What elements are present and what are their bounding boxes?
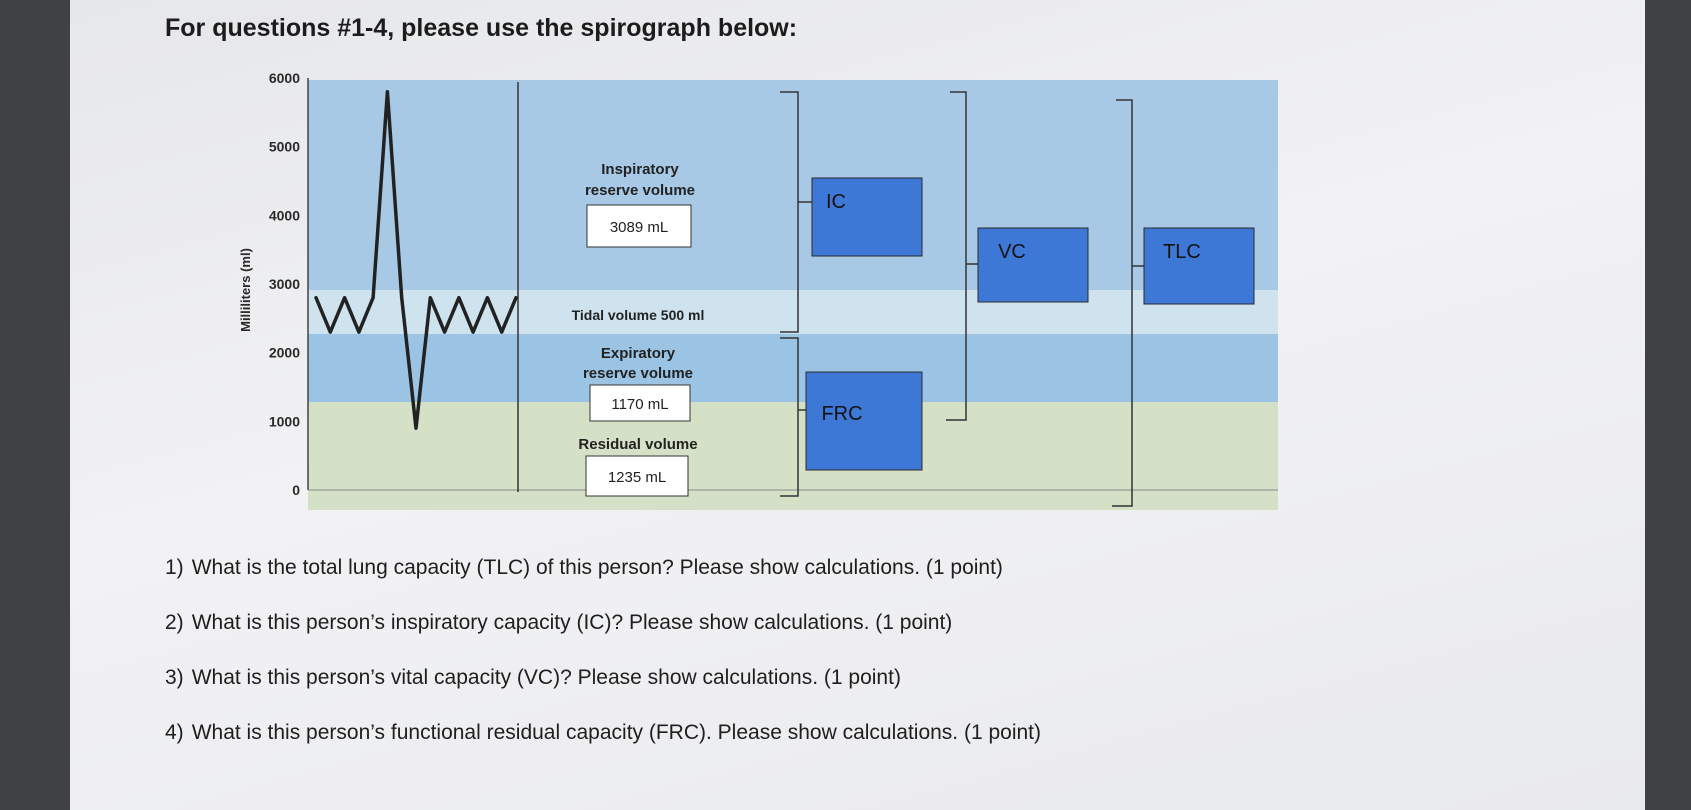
tidal-volume-label: Tidal volume 500 ml (572, 307, 705, 323)
y-tick-label: 4000 (269, 207, 300, 223)
residual-value: 1235 mL (608, 469, 666, 486)
tlc-bracket (1112, 99, 1133, 507)
erv-label-line2: reserve volume (583, 365, 693, 382)
question-item-2: 2) What is this person’s inspiratory capa… (165, 610, 1365, 665)
y-tick-label: 5000 (269, 139, 300, 155)
question-text: What is the total lung capacity (TLC) of… (191, 556, 1003, 579)
spirograph-svg: Milliliters (ml) 6000 5000 4000 3000 2000 100… (238, 70, 1278, 510)
irv-label-line2: reserve volume (585, 182, 695, 199)
vc-box (977, 227, 1089, 303)
ic-box (811, 177, 923, 257)
y-axis-ticks: 6000 5000 4000 3000 2000 1000 0 (269, 70, 300, 498)
frc-label: FRC (821, 403, 862, 425)
page-title: For questions #1-4, please use the spiro… (165, 14, 798, 42)
residual-value-box (585, 455, 689, 497)
spirograph-diagram: Milliliters (ml) 6000 5000 4000 3000 2000 100… (150, 60, 1400, 560)
irv-value: 3089 mL (610, 219, 668, 236)
ic-label: IC (826, 191, 846, 213)
question-number: 4) (165, 721, 184, 744)
question-number: 3) (165, 666, 184, 689)
question-item-1: 1) What is the total lung capacity (TLC) … (165, 555, 1365, 610)
erv-value-box (589, 384, 691, 422)
zone-residual-volume (308, 402, 1278, 510)
question-list: 1) What is the total lung capacity (TLC) … (165, 555, 1365, 775)
irv-value-box (586, 204, 692, 248)
question-text: What is this person’s functional residua… (191, 721, 1042, 744)
y-tick-label: 0 (292, 482, 300, 498)
y-tick-label: 6000 (269, 70, 300, 86)
frc-box (805, 371, 923, 471)
tlc-box (1143, 227, 1255, 305)
y-tick-label: 3000 (269, 276, 300, 292)
y-axis-label: Milliliters (ml) (238, 248, 253, 332)
erv-value: 1170 mL (611, 396, 668, 413)
question-text: What is this person’s vital capacity (VC… (191, 666, 901, 689)
vc-label: VC (998, 241, 1026, 263)
ic-bracket (780, 91, 799, 333)
erv-label-line1: Expiratory (601, 345, 676, 362)
tlc-label: TLC (1163, 241, 1201, 263)
question-number: 2) (165, 611, 184, 634)
y-tick-label: 2000 (269, 345, 300, 361)
question-item-4: 4) What is this person’s functional resid… (165, 720, 1365, 775)
frc-bracket (780, 337, 799, 497)
zone-inspiratory-reserve (308, 80, 1278, 302)
worksheet-page: For questions #1-4, please use the spiro… (70, 0, 1645, 810)
y-tick-label: 1000 (269, 413, 300, 429)
spirometer-trace (314, 89, 518, 430)
residual-volume-label: Residual volume (578, 436, 697, 453)
question-number: 1) (165, 556, 184, 579)
question-item-3: 3) What is this person’s vital capacity (… (165, 665, 1365, 720)
question-text: What is this person’s inspiratory capaci… (191, 611, 953, 634)
vc-bracket (946, 91, 967, 421)
irv-label-line1: Inspiratory (601, 161, 679, 178)
